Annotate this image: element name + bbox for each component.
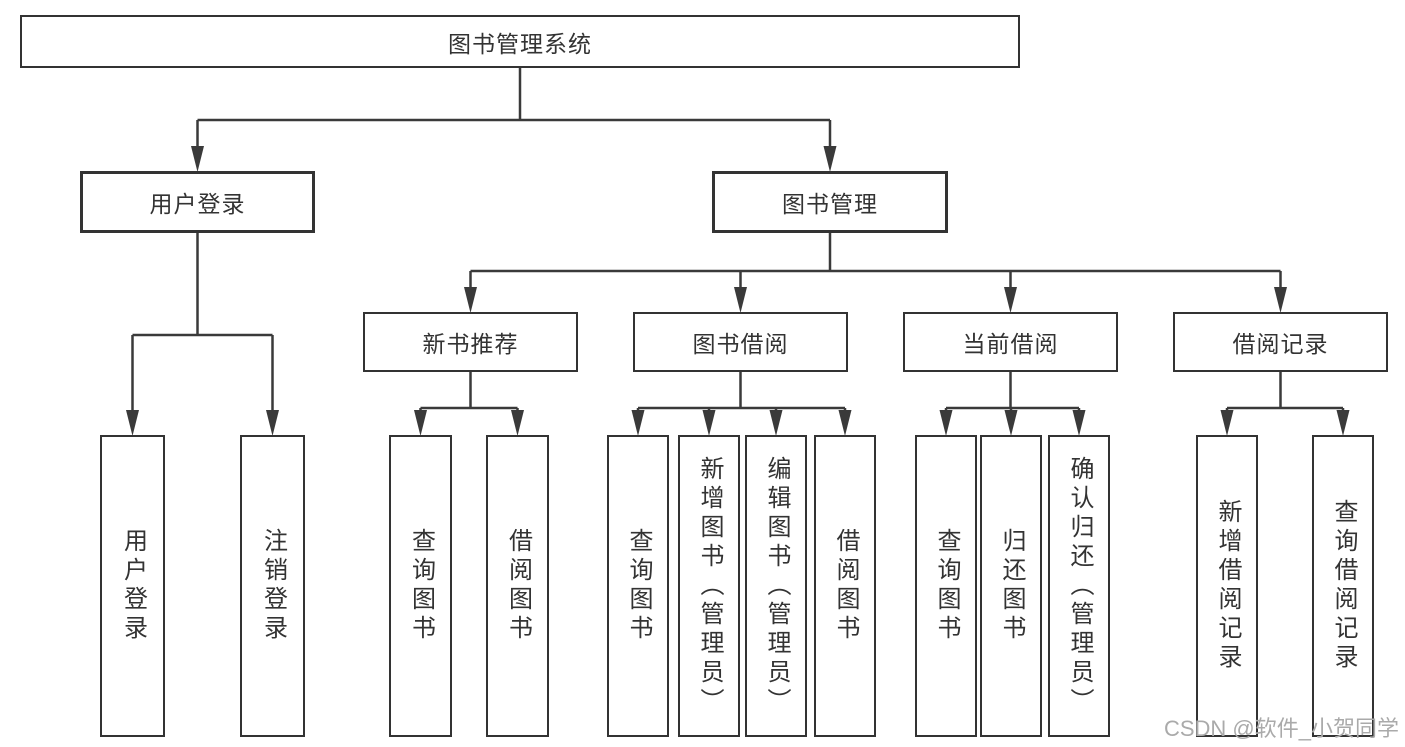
node-current-borrowing: 当前借阅 [903,312,1118,372]
node-label: 图书管理系统 [448,30,592,57]
node-new-book-recommendation: 新书推荐 [363,312,578,372]
node-label: 注销登录 [259,528,287,644]
node-label: 新增图书（管理员） [696,455,723,717]
node-label: 用户登录 [119,528,147,644]
leaf-return-books: 归还图书 [980,435,1042,737]
node-label: 确认归还（管理员） [1066,455,1093,717]
node-label: 查询图书 [407,528,435,644]
node-label: 图书管理 [782,191,878,217]
node-user-login-branch: 用户登录 [80,171,315,233]
node-book-management-branch: 图书管理 [712,171,948,233]
leaf-add-borrow-record: 新增借阅记录 [1196,435,1258,737]
leaf-borrow-books-1: 借阅图书 [486,435,549,737]
leaf-borrow-books-2: 借阅图书 [814,435,876,737]
leaf-query-books-2: 查询图书 [607,435,669,737]
csdn-watermark: CSDN @软件_小贺同学 [1163,716,1399,741]
node-label: 新增借阅记录 [1214,499,1241,673]
leaf-query-borrow-record: 查询借阅记录 [1312,435,1374,737]
leaf-confirm-return-admin: 确认归还（管理员） [1048,435,1110,737]
node-label: 借阅记录 [1232,331,1329,357]
node-label: 查询图书 [933,528,960,644]
node-label: 归还图书 [998,528,1025,644]
node-label: 用户登录 [149,191,246,217]
node-label: 编辑图书（管理员） [763,455,790,717]
leaf-add-books-admin: 新增图书（管理员） [678,435,740,737]
node-label: 新书推荐 [422,331,519,357]
leaf-logout: 注销登录 [240,435,305,737]
leaf-query-books-1: 查询图书 [389,435,452,737]
node-label: 图书借阅 [692,331,789,357]
leaf-edit-books-admin: 编辑图书（管理员） [745,435,807,737]
leaf-query-books-3: 查询图书 [915,435,977,737]
node-label: 查询图书 [625,528,652,644]
node-label: 借阅图书 [504,528,532,644]
leaf-user-login: 用户登录 [100,435,165,737]
node-borrowing-records: 借阅记录 [1173,312,1388,372]
node-label: 借阅图书 [832,528,859,644]
node-label: 当前借阅 [962,331,1059,357]
node-label: 查询借阅记录 [1330,499,1357,673]
node-library-management-system: 图书管理系统 [20,15,1020,68]
node-book-borrowing: 图书借阅 [633,312,848,372]
